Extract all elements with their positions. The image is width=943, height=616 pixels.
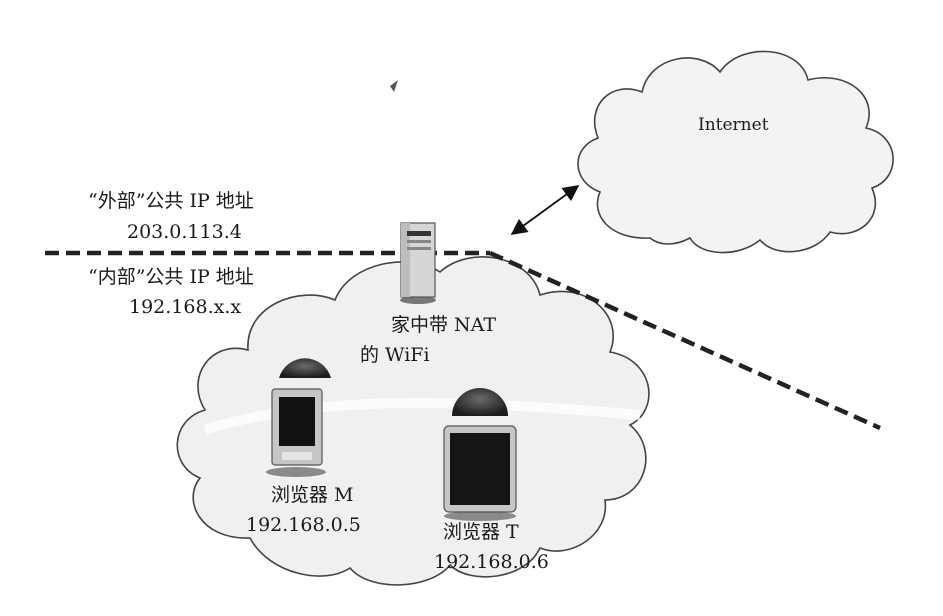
internet-link-arrow — [510, 185, 580, 235]
router-label-line2: 的 WiFi — [360, 344, 430, 366]
browser-t-ip: 192.168.0.6 — [434, 551, 549, 573]
browser-m-ip: 192.168.0.5 — [246, 514, 361, 536]
internal-ip-address: 192.168.x.x — [129, 296, 242, 318]
internet-cloud — [577, 50, 894, 254]
browser-m-name: 浏览器 M — [271, 484, 354, 506]
router-icon — [400, 222, 436, 304]
router-label-line1: 家中带 NAT — [391, 314, 497, 336]
stray-mark — [390, 80, 398, 92]
internet-label: Internet — [698, 115, 769, 135]
internal-ip-title: “内部”公共 IP 地址 — [88, 266, 254, 288]
external-ip-title: “外部”公共 IP 地址 — [88, 190, 254, 212]
browser-t-device — [443, 388, 517, 521]
browser-t-name: 浏览器 T — [443, 521, 519, 543]
external-ip-address: 203.0.113.4 — [127, 221, 242, 243]
home-network-cloud — [176, 256, 650, 586]
browser-m-device — [266, 358, 331, 477]
